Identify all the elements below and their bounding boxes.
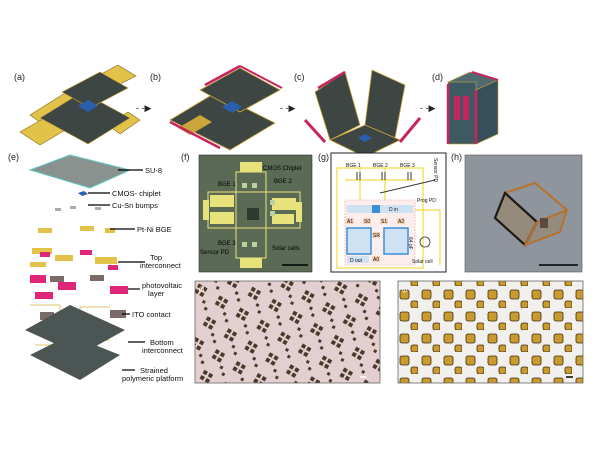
device-micrograph [198, 154, 313, 273]
label-dout: D out [350, 258, 363, 264]
cubes-photo [397, 280, 584, 384]
hinged-platform-illustration [169, 64, 283, 151]
layer-label-platform: polymeric platform [122, 374, 183, 383]
layer-leader-lines [88, 169, 145, 371]
label-a1: A1 [347, 219, 353, 225]
panel-label-e: (e) [8, 152, 19, 162]
label-s1: S1 [381, 219, 387, 225]
panel-label-g: (g) [318, 152, 329, 162]
label-bge3: BGE 3 [218, 241, 236, 247]
label-bge2: BGE 2 [274, 179, 292, 185]
arrow-icon: - -▶ [280, 103, 295, 113]
flat-platform-illustration [19, 64, 141, 146]
array-photo [194, 280, 381, 384]
panel-label-f: (f) [181, 152, 190, 162]
panel-label-h: (h) [451, 152, 462, 162]
label-sensor-pd: Sensor PD [432, 158, 438, 183]
label-din: D in [389, 207, 398, 213]
layer-label-ito: ITO contact [132, 310, 172, 319]
layer-label-bottom: interconnect [142, 346, 184, 355]
label-bge3: BGE 3 [400, 163, 415, 169]
label-sensor-pd: Sensor PD [200, 250, 230, 256]
folding-platform-illustration [303, 69, 422, 158]
circuit-schematic [330, 152, 447, 273]
label-bge1: BGE 1 [346, 163, 361, 169]
label-a2: A2 [398, 219, 404, 225]
label-solar-cell: Solar cell [412, 259, 433, 265]
layer-label-su8: SU-8 [145, 166, 162, 175]
layer-label-bumps: Cu-Sn bumps [112, 201, 158, 210]
label-s0: S0 [364, 219, 370, 225]
panel-label-a: (a) [14, 72, 25, 82]
label-cmos-chiplet: CMOS Chiplet [263, 166, 302, 172]
label-bge1: BGE 1 [218, 182, 236, 188]
cube-photo [464, 154, 583, 273]
label-capacitor: 64 pF [407, 237, 413, 250]
panel-label-b: (b) [150, 72, 161, 82]
layer-label-top: interconnect [140, 261, 182, 270]
label-bge2: BGE 2 [373, 163, 388, 169]
panel-label-c: (c) [294, 72, 305, 82]
layer-label-platform: Strained [140, 366, 168, 375]
label-a0: A0 [373, 257, 379, 263]
panel-label-i: (i) [199, 287, 204, 293]
arrow-icon: - -▶ [136, 103, 151, 113]
label-solar-cells: Solar cells [272, 246, 300, 252]
layer-label-bottom: Bottom [150, 338, 174, 347]
layer-label-cmos: CMOS- chiplet [112, 189, 162, 198]
layer-label-bge: Pt-Ni BGE [137, 225, 172, 234]
label-sr: SR [373, 233, 380, 239]
layer-label-top: Top [150, 253, 162, 262]
folded-cube-illustration [446, 71, 499, 145]
exploded-layer-stack [25, 154, 132, 380]
panel-label-d: (d) [432, 72, 443, 82]
arrow-icon: - -▶ [420, 103, 435, 113]
layer-label-pv: layer [148, 289, 165, 298]
layer-label-pv: photovoltaic [142, 281, 182, 290]
label-prog-pd: Prog PD [417, 198, 436, 204]
panel-label-j: (j) [402, 287, 407, 293]
